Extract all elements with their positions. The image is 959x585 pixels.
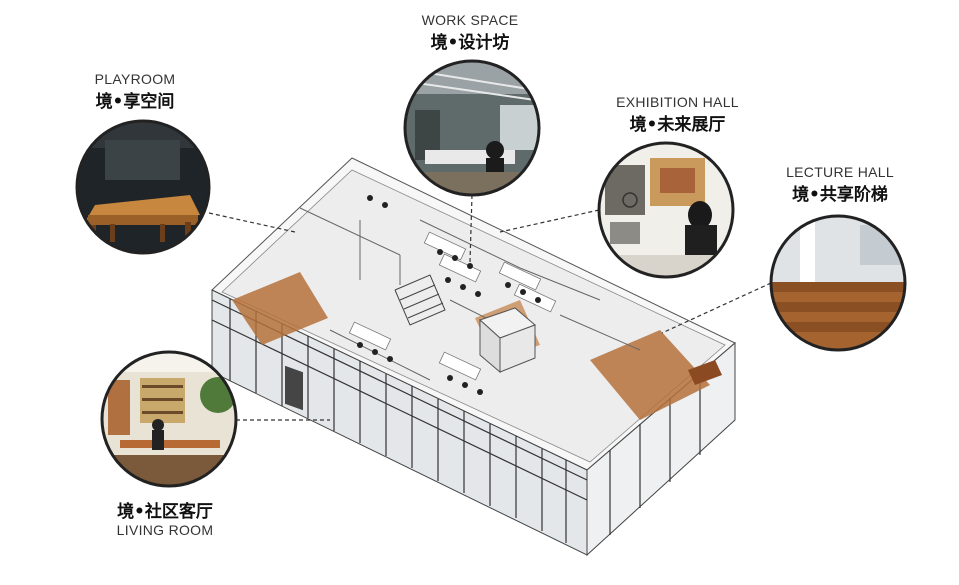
livingroom-label-en: LIVING ROOM [116,522,214,538]
playroom-photo [75,119,211,255]
building-model [211,157,736,557]
leader-line-playroom [208,212,296,233]
workspace-photo [403,59,541,197]
playroom-label-zh: 境•享空间 [95,92,175,112]
livingroom-label-zh: 境•社区客厅 [117,502,213,522]
lecture-label-en: LECTURE HALL [786,164,894,180]
playroom-label-en: PLAYROOM [94,71,176,87]
lecture-photo [769,214,907,352]
exhibition-label-en: EXHIBITION HALL [616,94,739,110]
playroom-floor [232,272,328,345]
leader-line-lecture [661,282,772,334]
exhibition-circle-border [597,141,735,279]
exhibition-label-zh: 境•未来展厅 [629,115,726,135]
lecture-circle-border [769,214,907,352]
workspace-label: WORK SPACE 境•设计坊 [395,12,545,53]
livingroom-label: 境•社区客厅 LIVING ROOM [95,497,235,538]
workspace-label-en: WORK SPACE [421,12,519,28]
lecture-label-zh: 境•共享阶梯 [792,185,888,205]
livingroom-circle-border [100,350,238,488]
workspace-label-zh: 境•设计坊 [430,33,510,53]
lecture-label: LECTURE HALL 境•共享阶梯 [770,164,910,205]
exhibition-photo [597,141,735,279]
lecture-floor [590,330,710,420]
playroom-circle-border [75,119,211,255]
leader-line-exhibition [499,209,600,233]
playroom-label: PLAYROOM 境•享空间 [70,71,200,112]
leader-lines [208,194,772,421]
livingroom-photo [100,350,238,488]
exhibition-label: EXHIBITION HALL 境•未来展厅 [595,94,760,135]
workspace-circle-border [403,59,541,197]
